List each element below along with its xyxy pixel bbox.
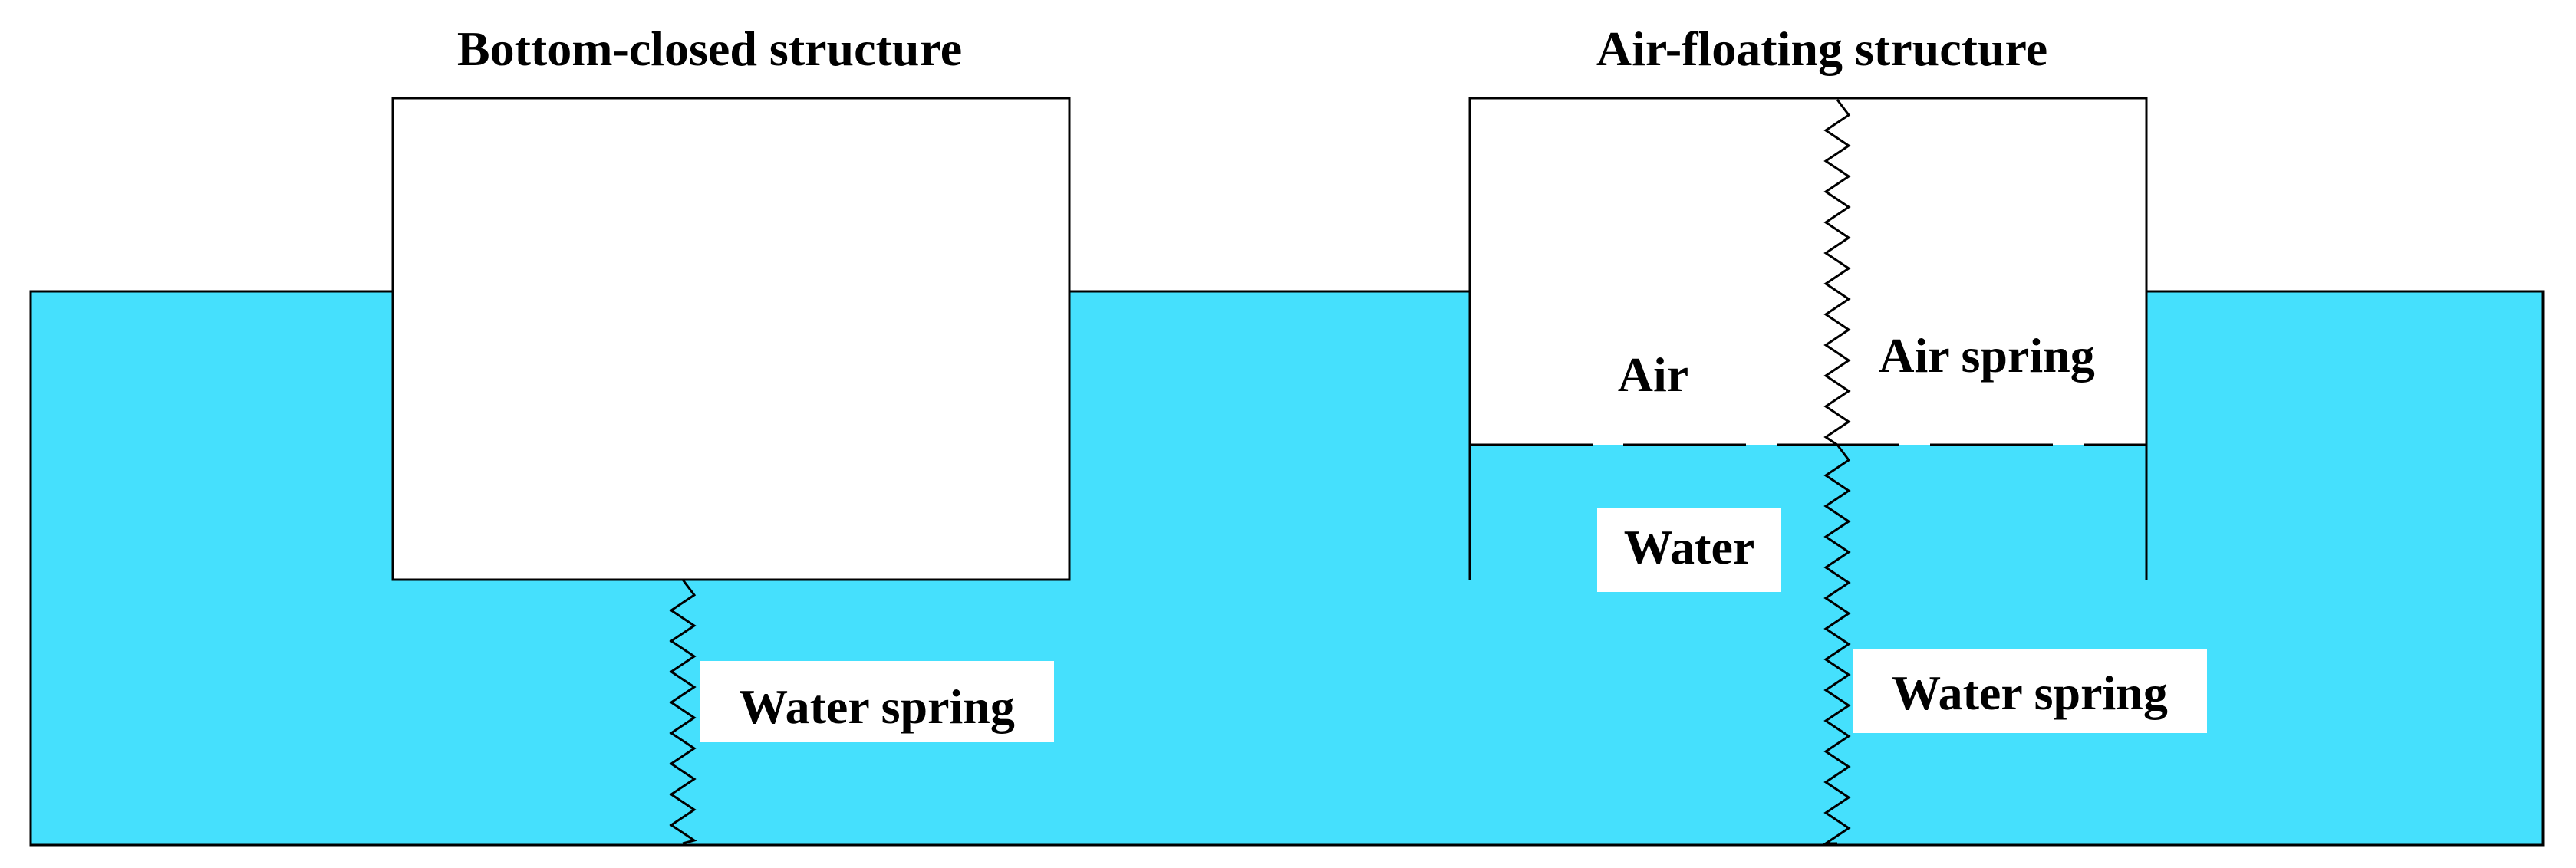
water-label-bg bbox=[1597, 508, 1781, 592]
right-water-spring-label: Water spring bbox=[1892, 666, 2168, 720]
air-chamber bbox=[1470, 98, 2146, 445]
air-spring-zigzag bbox=[1823, 99, 1851, 446]
bottom-closed-title: Bottom-closed structure bbox=[457, 21, 962, 76]
left-water-spring-label-bg bbox=[700, 661, 1054, 742]
air-floating-title: Air-floating structure bbox=[1596, 21, 2047, 76]
air-spring-label: Air spring bbox=[1879, 328, 2095, 383]
right-water-spring-label-bg bbox=[1853, 649, 2207, 733]
air-floating-outline bbox=[1468, 97, 2148, 580]
right-water-spring-zigzag bbox=[1822, 444, 1851, 845]
bottom-closed-box bbox=[391, 97, 1071, 581]
air-label: Air bbox=[1618, 347, 1688, 402]
left-water-spring-zigzag bbox=[669, 579, 697, 845]
left-water-spring-label: Water spring bbox=[739, 679, 1015, 734]
water-label: Water bbox=[1624, 520, 1755, 574]
